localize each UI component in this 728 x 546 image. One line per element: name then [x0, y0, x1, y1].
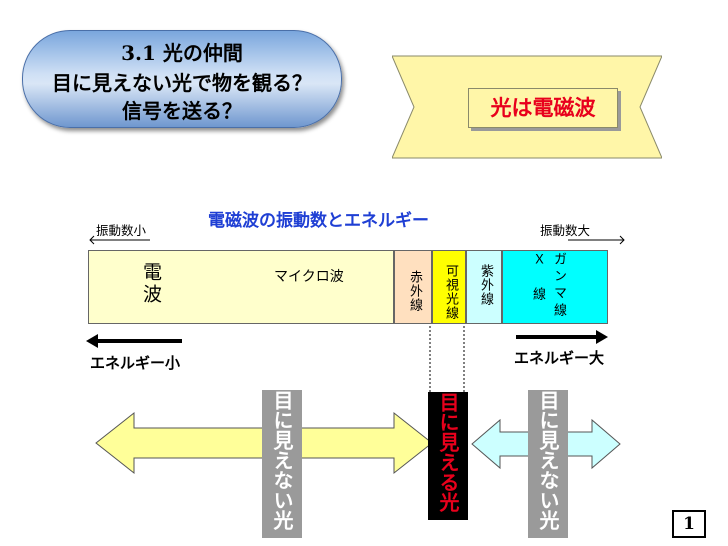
band-xray-gamma [502, 250, 608, 324]
callout-label: 光は電磁波 [468, 88, 618, 128]
band-infrared [394, 250, 432, 324]
band-label-visible: 可視光線 [443, 264, 458, 320]
visible-light-label: 目に見える光 [436, 392, 460, 512]
frequency-scale-lines [89, 235, 625, 245]
visible-light-box: 目に見える光 [428, 392, 468, 520]
title-badge: 3.1 光の仲間 目に見えない光で物を観る？ 信号を送る？ [22, 30, 342, 128]
band-radio-microwave [88, 250, 394, 324]
diagram-title: 電磁波の振動数とエネルギー [208, 211, 429, 231]
invisible-light-box-right: 目に見えない光 [528, 390, 568, 538]
visible-range-guides [429, 326, 465, 392]
band-label-gamma: ガンマ線 [551, 252, 566, 320]
band-label-microwave: マイクロ波 [274, 269, 344, 285]
invisible-light-label-right: 目に見えない光 [536, 390, 560, 530]
title-line-3: 信号を送る？ [122, 99, 242, 123]
invisible-light-label-left: 目に見えない光 [270, 390, 294, 530]
band-label-xray: Ｘ線 [530, 252, 545, 322]
invisible-light-box-left: 目に見えない光 [262, 390, 302, 538]
band-label-infrared: 赤外線 [407, 270, 422, 312]
band-ultraviolet [466, 250, 502, 324]
band-label-ultraviolet: 紫外線 [478, 264, 493, 306]
freq-low-label: 振動数小 [96, 223, 147, 238]
section-title: 光の仲間 [155, 41, 243, 65]
section-number: 3.1 [121, 41, 156, 65]
band-label-radio: 電波 [140, 262, 162, 306]
energy-high-label: エネルギー大 [514, 349, 605, 367]
title-line-2: 目に見えない光で物を観る？ [52, 71, 312, 95]
energy-arrows [86, 330, 608, 348]
energy-low-label: エネルギー小 [90, 354, 181, 372]
freq-high-label: 振動数大 [540, 223, 591, 238]
page-number: 1 [672, 510, 706, 538]
band-visible [432, 250, 466, 324]
title-line-1: 3.1 光の仲間 [23, 37, 341, 66]
